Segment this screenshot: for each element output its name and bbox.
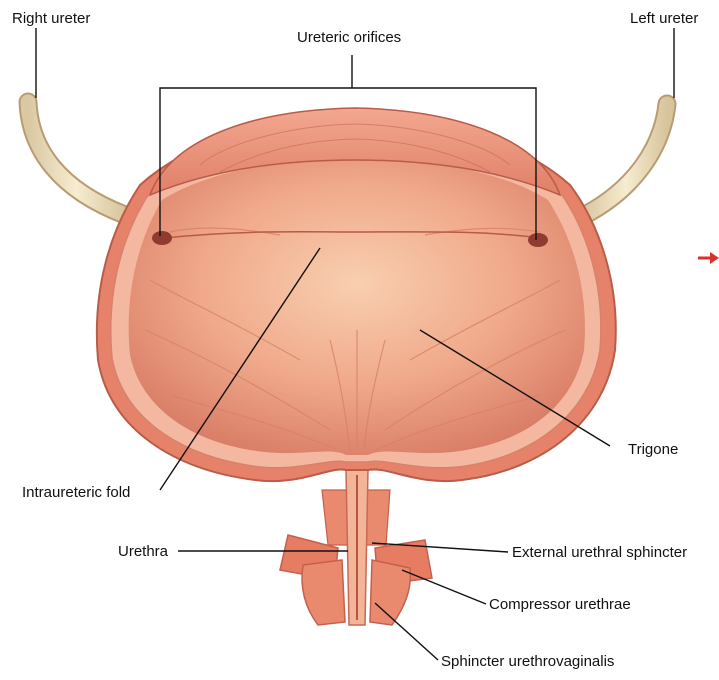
label-external-urethral-sphincter: External urethral sphincter [512,545,687,560]
label-compressor-urethrae: Compressor urethrae [489,597,631,612]
label-left-ureter: Left ureter [630,11,698,26]
label-trigone: Trigone [628,442,678,457]
label-urethra: Urethra [118,544,168,559]
label-sphincter-urethrovaginalis: Sphincter urethrovaginalis [441,654,614,669]
left-ureteric-orifice [528,233,548,247]
label-right-ureter: Right ureter [12,11,90,26]
right-ureteric-orifice [152,231,172,245]
label-ureteric-orifices: Ureteric orifices [297,30,401,45]
red-arrow-icon [698,252,719,264]
label-intraureteric-fold: Intraureteric fold [22,485,130,500]
